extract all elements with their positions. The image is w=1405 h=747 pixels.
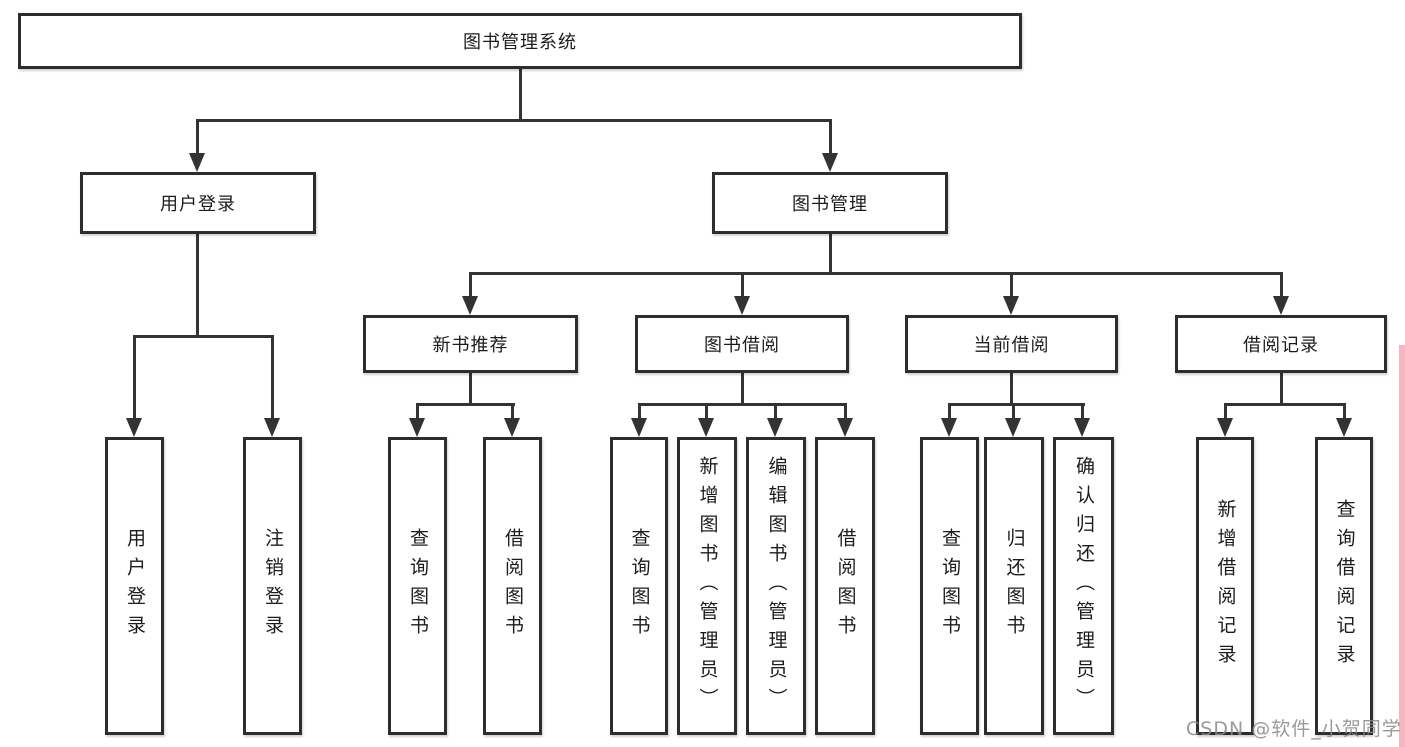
arrow-down-icon bbox=[126, 418, 142, 437]
node-label: 查询图书 bbox=[407, 528, 429, 644]
connector-stem bbox=[1280, 373, 1283, 406]
leaf-search-books-current: 查询图书 bbox=[920, 437, 979, 735]
connector-userlogin-stem bbox=[196, 234, 199, 338]
connector-bookmgmt-stem bbox=[829, 234, 832, 275]
arrow-down-icon bbox=[631, 418, 647, 437]
node-label: 归还图书 bbox=[1003, 528, 1026, 644]
leaf-borrow-books-borrowing: 借阅图书 bbox=[815, 437, 875, 735]
connector-drop bbox=[1280, 272, 1283, 300]
node-new-book-recommendation: 新书推荐 bbox=[363, 315, 578, 373]
connector-drop bbox=[1224, 403, 1227, 422]
connector-drop bbox=[844, 403, 847, 422]
leaf-return-books: 归还图书 bbox=[984, 437, 1044, 735]
leaf-search-books-borrowing: 查询图书 bbox=[610, 437, 668, 735]
leaf-add-borrow-record: 新增借阅记录 bbox=[1196, 437, 1254, 735]
arrow-down-icon bbox=[1003, 296, 1019, 315]
arrow-down-icon bbox=[189, 153, 205, 172]
arrow-down-icon bbox=[837, 418, 853, 437]
connector-drop bbox=[469, 272, 472, 300]
connector-drop bbox=[133, 335, 136, 421]
connector-drop bbox=[1343, 403, 1346, 422]
connector-stem bbox=[469, 373, 472, 406]
connector-drop bbox=[638, 403, 641, 422]
arrow-down-icon bbox=[1273, 296, 1289, 315]
leaf-borrow-books-recommend: 借阅图书 bbox=[483, 437, 542, 735]
node-book-borrowing: 图书借阅 bbox=[635, 315, 849, 373]
arrow-down-icon bbox=[1005, 418, 1021, 437]
node-label: 当前借阅 bbox=[973, 335, 1050, 356]
connector-drop bbox=[1010, 272, 1013, 300]
connector-drop bbox=[271, 335, 274, 421]
node-label: 用户登录 bbox=[160, 194, 236, 215]
arrow-down-icon bbox=[822, 153, 838, 172]
connector-drop bbox=[948, 403, 951, 422]
node-label: 编辑图书（管理员） bbox=[765, 455, 788, 717]
arrow-down-icon bbox=[767, 418, 783, 437]
connector-split bbox=[948, 403, 1085, 406]
connector-drop bbox=[1081, 403, 1084, 422]
leaf-search-borrow-record: 查询借阅记录 bbox=[1315, 437, 1373, 735]
node-borrowing-records: 借阅记录 bbox=[1175, 315, 1387, 373]
right-edge-accent-strip bbox=[1399, 345, 1405, 747]
node-user-login: 用户登录 bbox=[80, 172, 316, 234]
node-label: 借阅记录 bbox=[1243, 335, 1319, 356]
arrow-down-icon bbox=[734, 296, 750, 315]
connector-split bbox=[638, 403, 847, 406]
connector-bookmgmt-split bbox=[469, 272, 1283, 275]
connector-stem bbox=[741, 373, 744, 406]
node-label: 借阅图书 bbox=[502, 528, 524, 644]
connector-userlogin-split bbox=[133, 335, 274, 338]
node-label: 注销登录 bbox=[262, 528, 284, 644]
leaf-confirm-return-admin: 确认归还（管理员） bbox=[1053, 437, 1114, 735]
arrow-down-icon bbox=[264, 418, 280, 437]
csdn-watermark: CSDN @软件_小贺同学 bbox=[1186, 718, 1402, 740]
node-label: 查询图书 bbox=[939, 528, 961, 644]
leaf-user-login: 用户登录 bbox=[105, 437, 164, 735]
node-label: 图书借阅 bbox=[704, 335, 780, 356]
node-label: 图书管理 bbox=[792, 194, 868, 215]
connector-drop bbox=[741, 272, 744, 300]
leaf-search-books-recommend: 查询图书 bbox=[388, 437, 447, 735]
arrow-down-icon bbox=[698, 418, 714, 437]
arrow-down-icon bbox=[1336, 418, 1352, 437]
node-label: 新增借阅记录 bbox=[1214, 499, 1237, 673]
connector-drop bbox=[1012, 403, 1015, 422]
connector-drop bbox=[416, 403, 419, 422]
connector-drop bbox=[774, 403, 777, 422]
connector-stem bbox=[1010, 373, 1013, 406]
arrow-down-icon bbox=[504, 418, 520, 437]
node-current-borrowing: 当前借阅 bbox=[905, 315, 1118, 373]
node-label: 新书推荐 bbox=[432, 335, 509, 356]
arrow-down-icon bbox=[409, 418, 425, 437]
connector-root-stem bbox=[519, 69, 522, 121]
node-label: 确认归还（管理员） bbox=[1073, 455, 1095, 717]
node-label: 新增图书（管理员） bbox=[696, 455, 719, 717]
node-label: 查询图书 bbox=[628, 528, 651, 644]
connector-drop bbox=[829, 119, 832, 156]
connector-drop bbox=[705, 403, 708, 422]
arrow-down-icon bbox=[941, 418, 957, 437]
node-label: 图书管理系统 bbox=[463, 32, 577, 53]
leaf-add-book-admin: 新增图书（管理员） bbox=[677, 437, 737, 735]
node-label: 查询借阅记录 bbox=[1333, 499, 1356, 673]
node-label: 借阅图书 bbox=[834, 528, 857, 644]
arrow-down-icon bbox=[1217, 418, 1233, 437]
connector-root-split bbox=[196, 119, 832, 122]
arrow-down-icon bbox=[462, 296, 478, 315]
arrow-down-icon bbox=[1074, 418, 1090, 437]
connector-drop bbox=[511, 403, 514, 422]
connector-split bbox=[1224, 403, 1346, 406]
node-book-management: 图书管理 bbox=[712, 172, 948, 234]
leaf-edit-book-admin: 编辑图书（管理员） bbox=[746, 437, 806, 735]
connector-split bbox=[416, 403, 515, 406]
node-label: 用户登录 bbox=[124, 528, 146, 644]
connector-drop bbox=[196, 119, 199, 156]
leaf-logout: 注销登录 bbox=[243, 437, 302, 735]
node-library-management-system: 图书管理系统 bbox=[18, 13, 1022, 69]
